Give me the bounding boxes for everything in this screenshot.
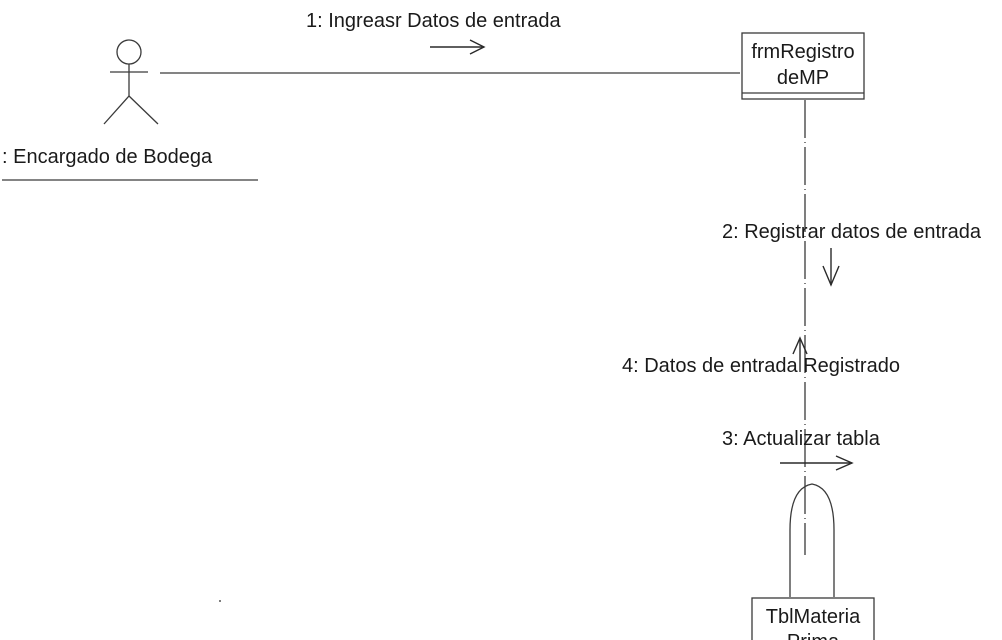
object-name-line1: frmRegistro bbox=[751, 41, 854, 63]
object-box bbox=[751, 597, 875, 640]
object-name-line2: deMP bbox=[777, 67, 829, 89]
message-2-label: 2: Registrar datos de entrada bbox=[722, 221, 982, 243]
message-4-label: 4: Datos de entrada Registrado bbox=[622, 355, 900, 377]
actor-name: : Encargado de Bodega bbox=[2, 146, 213, 168]
object-tblmateria-prima: TblMateria Prima bbox=[751, 597, 875, 640]
message-1-arrow-icon bbox=[430, 39, 486, 55]
message-4-arrow-icon bbox=[792, 336, 808, 372]
message-3-arrow-icon bbox=[780, 455, 854, 471]
object-name-line1: TblMateria bbox=[766, 606, 861, 628]
message-3-label: 3: Actualizar tabla bbox=[722, 428, 881, 450]
actor-right-leg bbox=[128, 95, 159, 125]
actor-left-leg bbox=[103, 95, 130, 125]
self-link-loop bbox=[789, 483, 835, 597]
object-box bbox=[741, 32, 865, 100]
message-1-label: 1: Ingreasr Datos de entrada bbox=[306, 10, 561, 32]
object-frmregistro-demp: frmRegistro deMP bbox=[741, 32, 865, 100]
actor-stick-figure-icon bbox=[103, 39, 159, 125]
scan-dot bbox=[219, 600, 221, 602]
message-2-arrow-icon bbox=[822, 248, 840, 287]
object-name-line2: Prima bbox=[787, 631, 840, 640]
actor-head bbox=[116, 39, 142, 65]
